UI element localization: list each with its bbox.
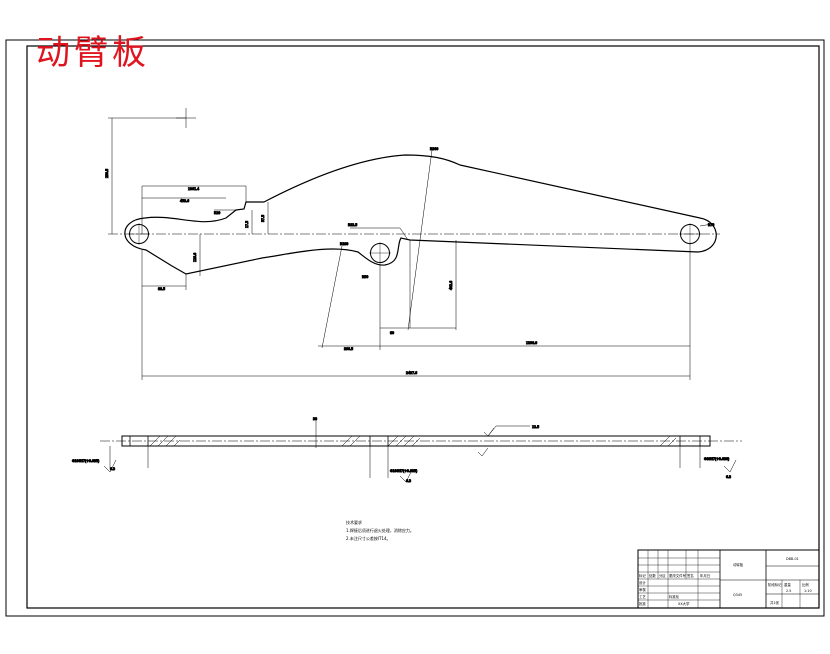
tb-ratio-label: 比例	[802, 582, 809, 587]
title-block	[637, 549, 820, 609]
dim-notch-width: 57.5	[261, 215, 265, 222]
dim-overall-length: 2437.6	[406, 371, 417, 375]
tb-process-label: 工艺	[639, 594, 646, 599]
dim-upper-outer: 1061.4	[188, 187, 199, 191]
rough-c: 6.3	[726, 475, 731, 479]
dim-mid-pin-radius: R50	[362, 275, 368, 279]
dim-right-pin-radius: R70	[708, 223, 714, 227]
tb-weight-label: 重量	[784, 582, 791, 587]
tb-material: Q345	[733, 593, 742, 597]
tb-std-label: 标准化	[669, 594, 680, 599]
tb-date-label: 年月日	[700, 573, 710, 578]
technical-notes: 技术要求 1.焊接后须进行退火处理，消除应力。 2.未注尺寸公差按IT14。	[346, 519, 414, 541]
tb-count-label: 处数	[649, 573, 656, 578]
section-left-fit: Φ100H7(+0.035)	[72, 459, 99, 463]
dim-mid-offset: 80	[390, 331, 394, 335]
title-block-text: 标记 处数 分区 更改文件号 签名 年月日 设计 审核 工艺 批准 标准化 XX…	[639, 557, 812, 606]
dim-mid-hook-radius: R32.5	[348, 223, 357, 227]
tb-drawing-no: DBB-01	[786, 557, 799, 561]
tb-weight: 2.5	[786, 589, 791, 593]
dim-left-drop: 126.6	[193, 253, 197, 262]
dim-notch-depth: 17.5	[245, 221, 249, 228]
tb-company: XX大学	[678, 601, 690, 606]
tb-check-label: 审核	[639, 587, 646, 592]
section-view: 30 Φ100H7(+0.035) Φ100H7(+0.035) Φ80H7(+…	[72, 417, 742, 484]
tb-design-label: 设计	[639, 580, 646, 585]
section-callout: 12.5	[532, 425, 539, 429]
tb-mark-label: 标记	[639, 573, 646, 578]
dim-mid-arc-radius: R280	[340, 242, 348, 246]
tb-sheet: 共1张	[770, 600, 780, 605]
section-thickness: 30	[313, 417, 317, 421]
outer-frame	[5, 39, 825, 617]
dim-lower-right: 1398.0	[526, 341, 537, 345]
dim-top-radius: R300	[430, 147, 438, 151]
dim-notch-radius: R20	[214, 211, 220, 215]
rough-b: 6.3	[406, 479, 411, 483]
boom-plate-view: 230.5 1061.4 453.6 R20 17.5 57.5 R300 R7…	[105, 108, 720, 380]
section-plate	[121, 435, 711, 447]
inner-frame	[26, 45, 820, 609]
notes-line-1: 1.焊接后须进行退火处理，消除应力。	[346, 527, 414, 533]
tb-sign-label: 签名	[687, 573, 694, 578]
section-mid-fit: Φ100H7(+0.035)	[390, 469, 417, 473]
rough-a: 6.3	[110, 467, 115, 471]
tb-zone-label: 分区	[659, 573, 666, 578]
dim-left-base: 88.5	[158, 287, 165, 291]
dim-upper-inner: 453.6	[180, 199, 189, 203]
dim-lower-left: 396.5	[344, 347, 353, 351]
drawing-title: 动臂板	[36, 33, 150, 73]
notes-heading: 技术要求	[346, 519, 362, 525]
tb-scale: 1:10	[804, 589, 812, 593]
tb-change-label: 更改文件号	[669, 573, 687, 578]
dim-top-height: 230.5	[105, 169, 109, 178]
dim-mid-vertical: 402.6	[449, 281, 453, 290]
section-right-fit: Φ80H7(+0.030)	[704, 457, 729, 461]
tb-part-name: 动臂板	[733, 562, 744, 567]
boom-plate-outline	[124, 154, 717, 275]
tb-approve-label: 批准	[639, 601, 646, 606]
notes-line-2: 2.未注尺寸公差按IT14。	[346, 535, 391, 541]
tb-stage-label: 阶段标记	[768, 582, 782, 587]
